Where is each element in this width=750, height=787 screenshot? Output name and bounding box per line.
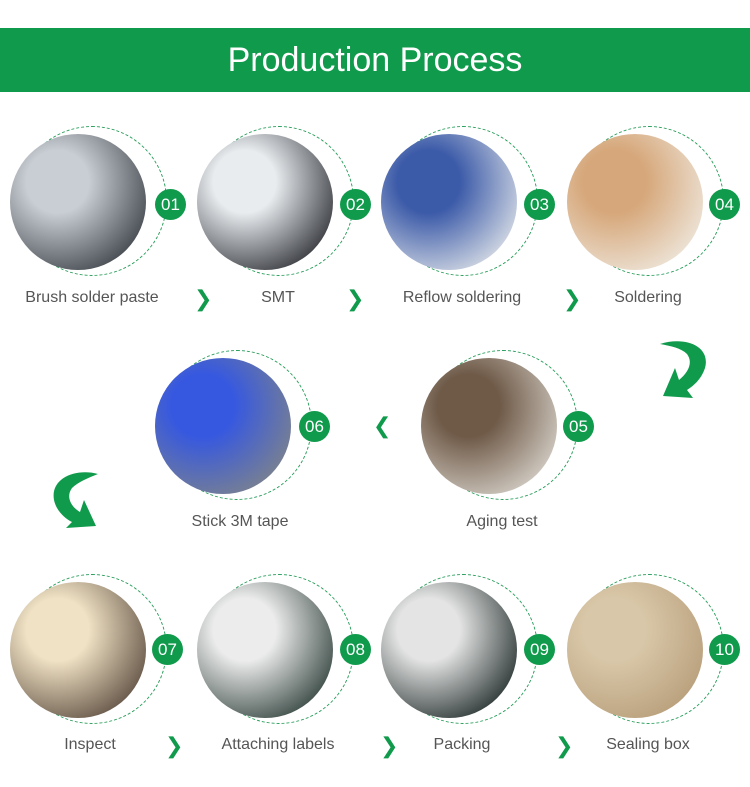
step-photo-smt-pick-and-place-machine (197, 134, 333, 270)
chevron-right-icon: ❯ (380, 734, 399, 759)
step-number-badge: 05 (563, 411, 594, 442)
step-photo-packing-reel-bag (381, 582, 517, 718)
header-banner: Production Process (0, 28, 750, 92)
step-label: Aging test (466, 513, 538, 530)
curved-arrow-down-left-icon (660, 341, 706, 398)
step-number-badge: 03 (524, 189, 555, 220)
chevron-right-icon: ❯ (563, 287, 582, 312)
step-label: Sealing box (606, 736, 690, 753)
chevron-right-icon: ❯ (346, 287, 365, 312)
step-number-badge: 10 (709, 634, 740, 665)
step-photo-inspection-worker (10, 582, 146, 718)
step-number-badge: 08 (340, 634, 371, 665)
step-label: Soldering (614, 289, 682, 306)
step-label: Stick 3M tape (191, 513, 289, 530)
step-label: Brush solder paste (25, 289, 159, 306)
step-number-badge: 07 (152, 634, 183, 665)
step-number-badge: 06 (299, 411, 330, 442)
step-number-badge: 09 (524, 634, 555, 665)
step-photo-screen-printing-machine (10, 134, 146, 270)
curved-arrow-down-right-icon (53, 472, 98, 528)
step-photo-3m-tape-strip (155, 358, 291, 494)
step-label: Attaching labels (221, 736, 335, 753)
chevron-right-icon: ❯ (194, 287, 213, 312)
step-number-badge: 04 (709, 189, 740, 220)
step-label: SMT (261, 289, 295, 306)
step-label: Reflow soldering (402, 289, 522, 306)
chevron-right-icon: ❯ (165, 734, 184, 759)
chevron-left-icon: ❮ (373, 414, 392, 439)
step-photo-hand-soldering-led-strip (567, 134, 703, 270)
step-label: Packing (433, 736, 491, 753)
page-title: Production Process (227, 40, 523, 79)
step-photo-cardboard-box (567, 582, 703, 718)
step-number-badge: 01 (155, 189, 186, 220)
step-photo-aging-test-bench (421, 358, 557, 494)
chevron-right-icon: ❯ (555, 734, 574, 759)
step-photo-label-bag (197, 582, 333, 718)
step-label: Inspect (64, 736, 116, 753)
step-number-badge: 02 (340, 189, 371, 220)
step-photo-reflow-oven (381, 134, 517, 270)
